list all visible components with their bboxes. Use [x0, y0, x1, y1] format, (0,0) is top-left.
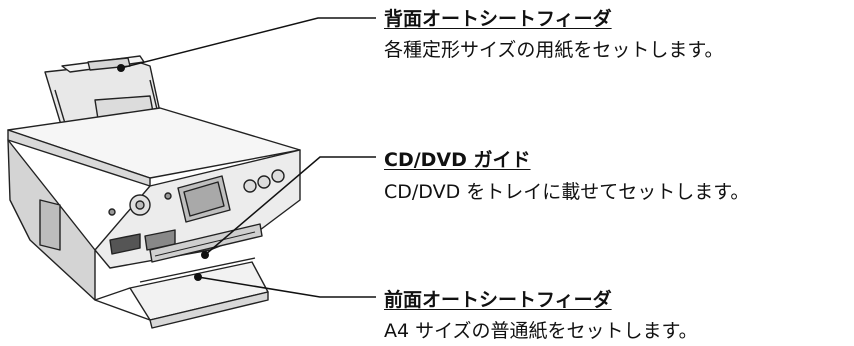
- leader-line-front: [197, 276, 376, 298]
- callout-dot-rear: [117, 64, 125, 72]
- callout-description-rear-feeder: 各種定形サイズの用紙をセットします。: [384, 39, 724, 61]
- callout-description-cd-dvd-guide: CD/DVD をトレイに載せてセットします。: [384, 181, 750, 203]
- callout-title-front-feeder: 前面オートシートフィーダ: [384, 289, 612, 311]
- callout-title-rear-feeder: 背面オートシートフィーダ: [384, 8, 612, 30]
- callout-title-cd-dvd-guide: CD/DVD ガイド: [384, 149, 531, 171]
- leader-line-rear: [120, 17, 376, 69]
- callout-dot-cd: [201, 251, 209, 259]
- cd-dvd-guide: [149, 223, 263, 263]
- callout-description-front-feeder: A4 サイズの普通紙をセットします。: [384, 320, 698, 342]
- leader-line-cd: [204, 156, 376, 256]
- callout-dot-front: [194, 273, 202, 281]
